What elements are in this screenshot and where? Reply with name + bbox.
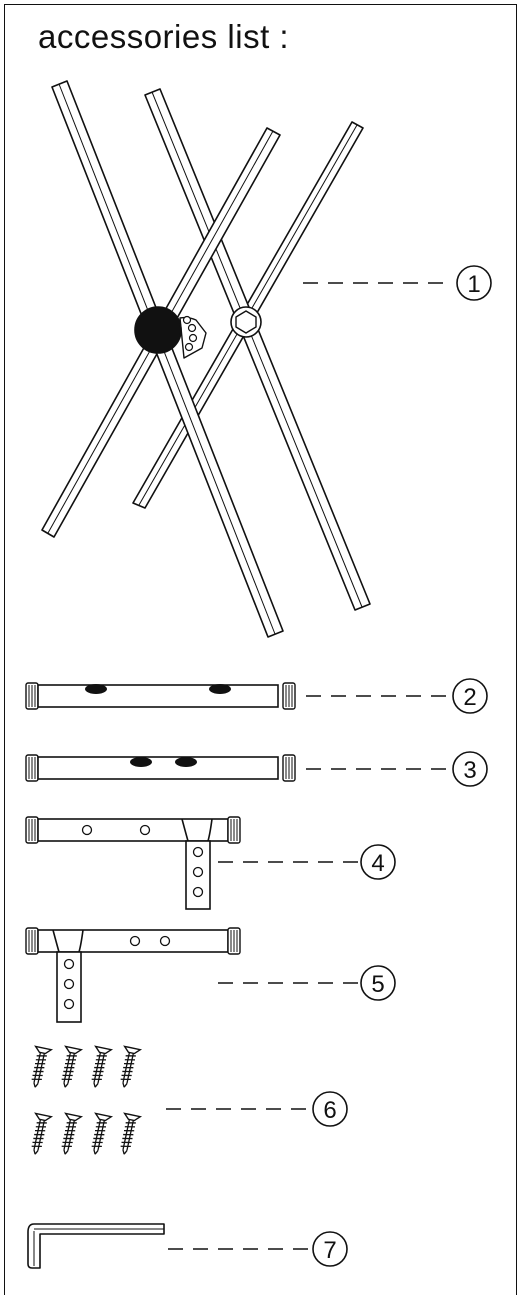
part-number-3: 3 bbox=[463, 757, 476, 784]
part-number-badge-7 bbox=[312, 1231, 348, 1267]
part-number-badge-3 bbox=[452, 751, 488, 787]
part-number-2: 2 bbox=[463, 684, 476, 711]
part-number-6: 6 bbox=[323, 1097, 336, 1124]
part-number-badge-1 bbox=[456, 265, 492, 301]
part-number-badge-2 bbox=[452, 678, 488, 714]
crossbar-two-slots-icon bbox=[25, 682, 296, 710]
t-bracket-right-icon bbox=[25, 816, 241, 910]
t-bracket-left-icon bbox=[25, 927, 241, 1023]
part-number-1: 1 bbox=[467, 271, 480, 298]
pivot-knob bbox=[134, 306, 182, 354]
page-title: accessories list : bbox=[38, 18, 290, 55]
hinge-holes bbox=[182, 315, 198, 352]
screws-icon bbox=[26, 1045, 141, 1157]
hex-key-icon bbox=[27, 1223, 165, 1269]
page-border bbox=[4, 4, 517, 1295]
part-number-5: 5 bbox=[371, 971, 384, 998]
x-frame-front-right-leg bbox=[51, 80, 284, 638]
part-number-badge-6 bbox=[312, 1091, 348, 1127]
x-frame-icon bbox=[41, 80, 371, 638]
part-number-4: 4 bbox=[371, 850, 384, 877]
crossbar-center-slots-icon bbox=[25, 754, 296, 782]
hex-socket bbox=[235, 310, 257, 334]
part-number-badge-4 bbox=[360, 844, 396, 880]
part-number-badge-5 bbox=[360, 965, 396, 1001]
part-number-7: 7 bbox=[323, 1237, 336, 1264]
x-frame-rear-right-leg bbox=[144, 88, 371, 611]
